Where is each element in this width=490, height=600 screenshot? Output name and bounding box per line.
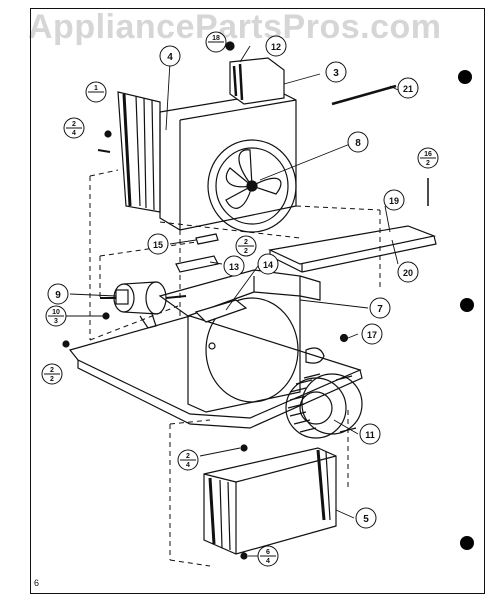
binder-hole-bottom	[460, 536, 474, 550]
svg-text:4: 4	[167, 52, 173, 63]
svg-text:6: 6	[266, 549, 270, 556]
callout-2-4-bottom: 24	[177, 449, 199, 471]
svg-text:18: 18	[212, 35, 220, 42]
svg-text:13: 13	[229, 262, 239, 272]
svg-text:3: 3	[54, 318, 58, 325]
callout-10-3: 103	[45, 305, 67, 327]
callout-2-2-left: 22	[41, 363, 63, 385]
svg-text:20: 20	[403, 268, 413, 278]
callout-18: 18	[205, 31, 227, 53]
callout-11: 11	[359, 423, 381, 445]
binder-hole-middle	[460, 298, 474, 312]
svg-text:2: 2	[50, 376, 54, 383]
svg-text:5: 5	[363, 514, 369, 525]
svg-text:4: 4	[72, 130, 76, 137]
callout-16-2: 162	[417, 147, 439, 169]
binder-hole-top	[458, 70, 472, 84]
svg-text:4: 4	[186, 462, 190, 469]
callout-17: 17	[361, 323, 383, 345]
assembly-guide-lines	[89, 169, 381, 567]
callout-15: 15	[147, 233, 169, 255]
callout-7: 7	[369, 297, 391, 319]
callout-3: 3	[325, 61, 347, 83]
callout-19: 19	[383, 189, 405, 211]
callout-6-4: 64	[257, 545, 279, 567]
svg-text:19: 19	[389, 196, 399, 206]
svg-text:14: 14	[263, 260, 273, 270]
svg-text:2: 2	[244, 248, 248, 255]
callout-layer: 3 4 12 8 21 19 20 15 13 14 9 7 17 11 5 1…	[41, 31, 439, 567]
svg-text:4: 4	[266, 558, 270, 565]
callout-21: 21	[397, 77, 419, 99]
svg-text:3: 3	[333, 68, 339, 79]
callout-2-2-upper: 22	[235, 235, 257, 257]
svg-text:21: 21	[403, 84, 413, 94]
base-pan-part	[68, 315, 363, 429]
svg-text:17: 17	[367, 330, 377, 340]
callout-14: 14	[257, 253, 279, 275]
callout-20: 20	[397, 261, 419, 283]
svg-text:2: 2	[244, 239, 248, 246]
side-panel-left-part	[117, 91, 161, 213]
svg-text:2: 2	[186, 453, 190, 460]
hardware-parts	[62, 41, 429, 560]
rear-panel-part	[203, 447, 337, 555]
fan-blade-part	[207, 139, 297, 233]
callout-5: 5	[355, 507, 377, 529]
svg-text:7: 7	[377, 304, 383, 315]
svg-text:1: 1	[94, 85, 98, 92]
callout-12: 12	[265, 35, 287, 57]
leader-lines	[66, 45, 399, 557]
callout-4: 4	[159, 45, 181, 67]
callout-8: 8	[347, 131, 369, 153]
svg-text:9: 9	[55, 290, 61, 301]
callout-9: 9	[47, 283, 69, 305]
svg-text:12: 12	[271, 42, 281, 52]
svg-text:16: 16	[424, 151, 432, 158]
scroll-housing-part	[158, 269, 325, 413]
callout-2-4-top: 24	[63, 117, 85, 139]
svg-text:2: 2	[426, 160, 430, 167]
svg-text:15: 15	[153, 240, 163, 250]
callout-1: 1	[85, 81, 107, 103]
svg-text:11: 11	[365, 430, 375, 440]
page-number: 6	[34, 578, 40, 588]
blower-wheel-part	[285, 373, 363, 439]
diagram-border	[30, 8, 485, 594]
svg-text:8: 8	[355, 138, 361, 149]
svg-text:2: 2	[72, 121, 76, 128]
callout-13: 13	[223, 255, 245, 277]
svg-text:2: 2	[50, 367, 54, 374]
watermark-text: AppliancePartsPros.com	[28, 8, 442, 46]
motor-part	[100, 281, 187, 329]
svg-text:10: 10	[52, 309, 60, 316]
